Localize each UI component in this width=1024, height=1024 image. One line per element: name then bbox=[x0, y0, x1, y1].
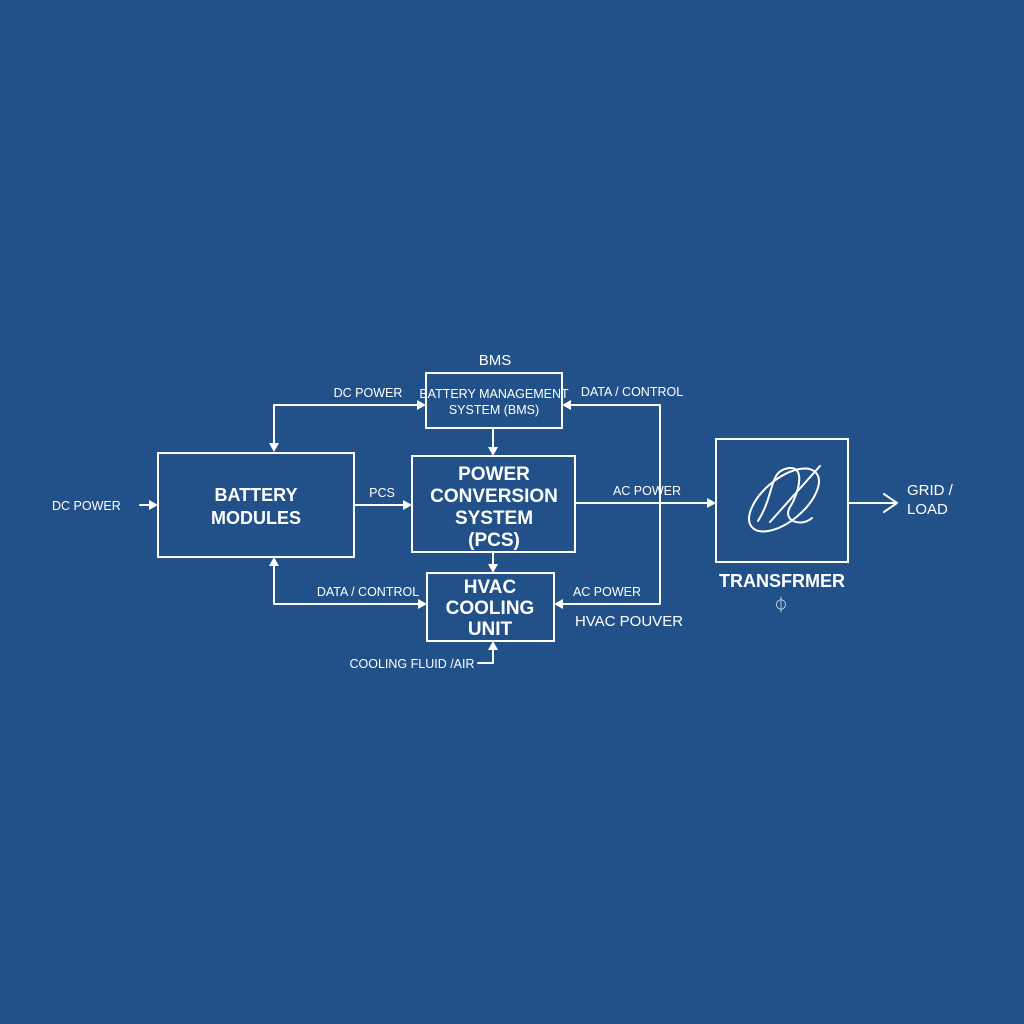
edge-label-ac-power-hvac: AC POWER bbox=[573, 585, 641, 599]
edge-transformer-grid bbox=[847, 493, 898, 513]
edge-label-pcs: PCS bbox=[369, 486, 395, 500]
edge-battery-bms: DC POWER bbox=[269, 386, 426, 452]
pcs-label-line3: SYSTEM bbox=[455, 508, 533, 529]
bms-label-line2: SYSTEM (BMS) bbox=[449, 403, 539, 417]
transformer-node[interactable]: TRANSFRMER ⏀ bbox=[715, 438, 849, 614]
edge-label-hvac-power: HVAC POUVER bbox=[575, 613, 683, 630]
edge-label-dc-power-top: DC POWER bbox=[334, 386, 403, 400]
grid-load-node[interactable]: GRID / LOAD bbox=[907, 482, 954, 518]
edge-label-data-control-right: DATA / CONTROL bbox=[581, 385, 683, 399]
battery-modules-label-line2: MODULES bbox=[211, 508, 301, 528]
edge-cooling-fluid: COOLING FLUID /AIR bbox=[349, 641, 498, 671]
grid-load-label-line1: GRID / bbox=[907, 482, 954, 499]
edge-pcs-hvac bbox=[488, 551, 498, 573]
edge-label-dc-power-input: DC POWER bbox=[52, 499, 121, 513]
bms-label-line1: BATTERY MANAGEMENT bbox=[419, 387, 569, 401]
edge-label-ac-power-main: AC POWER bbox=[613, 484, 681, 498]
transformer-box bbox=[715, 438, 849, 563]
pcs-label-line2: CONVERSION bbox=[430, 486, 558, 507]
pcs-label-line1: POWER bbox=[458, 464, 530, 485]
bms-caption: BMS bbox=[479, 352, 512, 369]
edge-bms-pcs bbox=[488, 427, 498, 456]
hvac-label-line2: COOLING bbox=[446, 598, 535, 619]
edge-dc-power-input: DC POWER bbox=[52, 499, 158, 513]
battery-modules-label-line1: BATTERY bbox=[215, 485, 298, 505]
battery-modules-node[interactable]: BATTERY MODULES bbox=[157, 452, 355, 558]
edge-data-control-bms: DATA / CONTROL bbox=[562, 385, 683, 504]
hvac-label-line3: UNIT bbox=[468, 619, 513, 640]
pcs-label-line4: (PCS) bbox=[468, 530, 520, 551]
edge-label-data-control-left: DATA / CONTROL bbox=[317, 585, 419, 599]
pcs-node[interactable]: POWER CONVERSION SYSTEM (PCS) bbox=[411, 455, 576, 553]
hvac-label-line1: HVAC bbox=[464, 577, 517, 598]
edge-battery-hvac: DATA / CONTROL bbox=[269, 557, 427, 609]
edge-battery-pcs: PCS bbox=[353, 486, 412, 510]
edge-label-cooling-fluid: COOLING FLUID /AIR bbox=[349, 657, 474, 671]
edge-pcs-transformer: AC POWER bbox=[574, 484, 716, 508]
grid-load-label-line2: LOAD bbox=[907, 501, 948, 518]
hvac-box bbox=[426, 572, 555, 642]
hvac-node[interactable]: HVAC COOLING UNIT bbox=[426, 572, 555, 642]
transformer-symbol: ⏀ bbox=[773, 596, 788, 614]
bms-node[interactable]: BMS BATTERY MANAGEMENT SYSTEM (BMS) bbox=[419, 352, 569, 429]
battery-modules-box bbox=[157, 452, 355, 558]
transformer-winding-icon bbox=[748, 465, 821, 533]
edge-ac-power-hvac: AC POWER HVAC POUVER bbox=[554, 502, 683, 630]
transformer-label: TRANSFRMER bbox=[719, 571, 845, 591]
